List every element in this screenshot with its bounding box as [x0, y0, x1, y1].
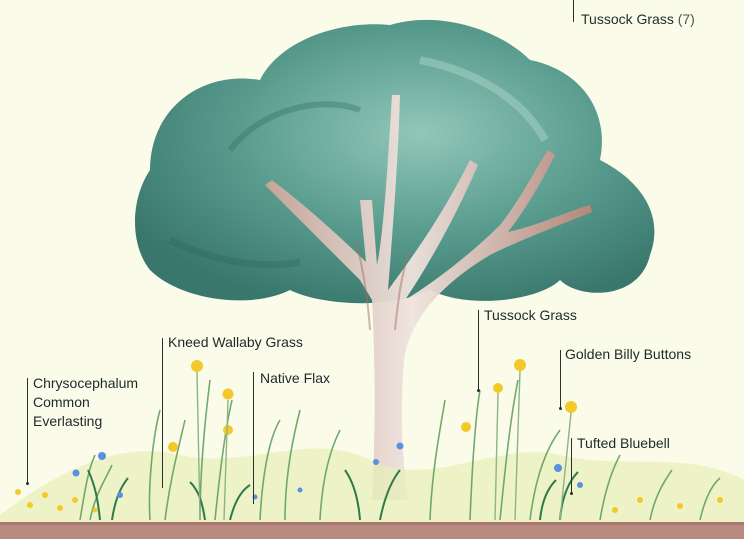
label-tussock-grass-top: Tussock Grass (7): [581, 10, 695, 29]
leader-line-tufted-bluebell: [571, 438, 572, 493]
leader-line-native-flax: [253, 372, 254, 504]
label-native-flax: Native Flax: [260, 369, 330, 388]
leader-dot-tufted-bluebell: [570, 492, 573, 495]
leader-line-tussock-mid: [478, 310, 479, 390]
label-chrysocephalum: Chrysocephalum Common Everlasting: [33, 374, 138, 431]
leader-line-tussock-top: [573, 0, 574, 22]
label-tussock-grass-top-name: Tussock Grass: [581, 11, 674, 27]
label-chrysocephalum-line-3: Everlasting: [33, 412, 138, 431]
leader-dot-chrysocephalum: [26, 482, 29, 485]
leader-line-chrysocephalum: [27, 378, 28, 483]
label-tufted-bluebell: Tufted Bluebell: [577, 434, 670, 453]
label-kneed-wallaby-grass: Kneed Wallaby Grass: [168, 333, 303, 352]
leader-line-kneed-wallaby: [162, 338, 163, 488]
leader-line-golden-billy: [560, 350, 561, 408]
label-tussock-grass: Tussock Grass: [484, 306, 577, 325]
label-golden-billy-buttons: Golden Billy Buttons: [565, 345, 691, 364]
leader-dot-tussock-mid: [477, 389, 480, 392]
label-chrysocephalum-line-2: Common: [33, 393, 138, 412]
leader-dot-golden-billy: [559, 407, 562, 410]
label-tussock-grass-top-count: (7): [678, 11, 695, 27]
label-chrysocephalum-line-1: Chrysocephalum: [33, 374, 138, 393]
